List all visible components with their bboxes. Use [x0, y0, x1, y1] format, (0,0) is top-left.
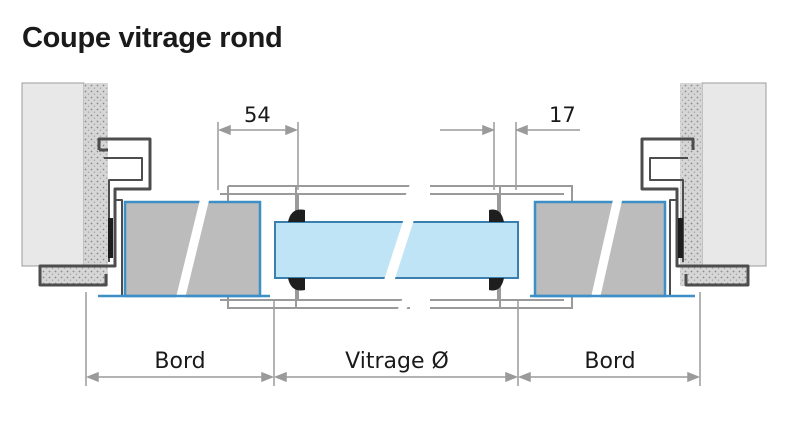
label-left-border: Bord	[154, 349, 205, 374]
label-glazing-diameter: Vitrage Ø	[345, 349, 449, 374]
right-wall	[680, 82, 767, 286]
left-wall-gasket	[108, 218, 113, 258]
left-border-panel	[98, 196, 270, 302]
glass-seals	[288, 209, 504, 291]
left-frame-profile	[38, 137, 152, 297]
diagram-title: Coupe vitrage rond	[22, 22, 283, 54]
label-right-border: Bord	[584, 349, 635, 374]
frame-break-marks	[396, 178, 420, 316]
dimension-left-offset: 54	[244, 103, 271, 127]
right-wall-gasket	[678, 218, 683, 258]
bottom-dimension-lines	[85, 292, 701, 386]
left-wall	[21, 82, 108, 286]
top-dimension-lines	[217, 122, 580, 190]
right-border-panel	[530, 197, 695, 301]
dimension-right-offset: 17	[549, 103, 576, 127]
glass-pane	[274, 214, 519, 286]
